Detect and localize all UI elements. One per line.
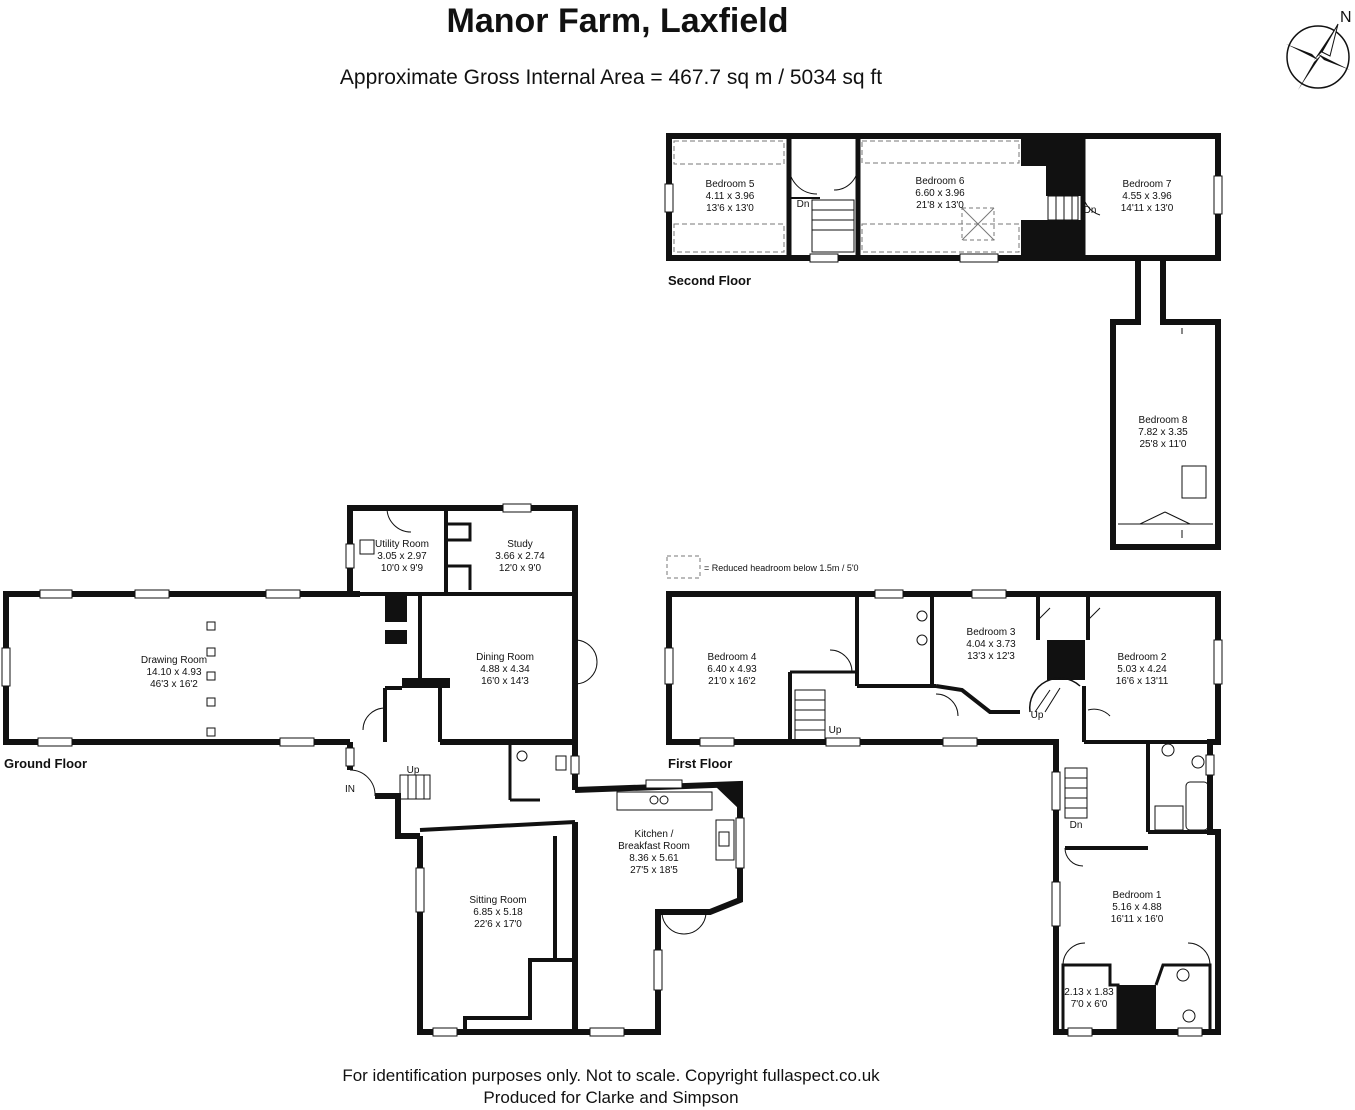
ground-floor-plan: Utility Room 3.05 x 2.97 10'0 x 9'9 Stud… [1,503,745,1037]
room-metric-bedroom3: 4.04 x 3.73 [966,639,1016,650]
room-imperial-bedroom4: 21'0 x 16'2 [708,676,756,687]
room-name-bedroom4: Bedroom 4 [708,652,757,663]
floor-label-second: Second Floor [668,273,751,288]
room-imperial-drawing: 46'3 x 16'2 [150,679,198,690]
room-name-bedroom7: Bedroom 7 [1123,179,1172,190]
room-imperial-dressing: 7'0 x 6'0 [1071,999,1108,1010]
room-metric-drawing: 14.10 x 4.93 [146,667,201,678]
room-imperial-utility: 10'0 x 9'9 [381,563,424,574]
room-metric-study: 3.66 x 2.74 [495,551,545,562]
room-imperial-bedroom6: 21'8 x 13'0 [916,200,964,211]
room-name-drawing: Drawing Room [141,655,207,666]
room-metric-dressing: 2.13 x 1.83 [1064,987,1114,998]
room-metric-bedroom7: 4.55 x 3.96 [1122,191,1172,202]
floor-label-first: First Floor [668,756,732,771]
room-name-bedroom1: Bedroom 1 [1113,890,1162,901]
gross-area-subtitle: Approximate Gross Internal Area = 467.7 … [339,66,883,89]
room-metric-bedroom5: 4.11 x 3.96 [706,191,755,202]
compass-icon: N [1286,9,1352,90]
stair-up-label: Up [1031,710,1044,721]
room-name-bedroom3: Bedroom 3 [967,627,1016,638]
room-imperial-bedroom1: 16'11 x 16'0 [1111,914,1164,925]
room-metric-dining: 4.88 x 4.34 [480,664,530,675]
entrance-label: IN [345,784,355,795]
stair-dn-label: Dn [797,199,810,210]
compass-north-label: N [1340,9,1352,26]
room-imperial-bedroom8: 25'8 x 11'0 [1139,439,1186,450]
room-name-dining: Dining Room [476,652,534,663]
footer-disclaimer: For identification purposes only. Not to… [342,1066,880,1085]
room-metric-bedroom2: 5.03 x 4.24 [1117,664,1167,675]
room-name-bedroom6: Bedroom 6 [916,176,965,187]
room-name-study: Study [507,539,533,550]
room-name-utility: Utility Room [375,539,429,550]
footer-produced-for: Produced for Clarke and Simpson [483,1088,739,1107]
room-imperial-sitting: 22'6 x 17'0 [474,919,522,930]
first-floor-plan: Bedroom 4 6.40 x 4.93 21'0 x 16'2 Bedroo… [664,589,1223,1037]
stair-dn-label: Dn [1084,205,1097,216]
plan-title: Manor Farm, Laxfield [446,2,789,40]
room-metric-bedroom8: 7.82 x 3.35 [1138,427,1188,438]
room-imperial-bedroom3: 13'3 x 12'3 [967,651,1015,662]
stair-up-label: Up [407,765,420,776]
legend: = Reduced headroom below 1.5m / 5'0 [666,555,859,579]
room-imperial-bedroom2: 16'6 x 13'11 [1116,676,1169,687]
room-imperial-bedroom5: 13'6 x 13'0 [706,203,754,214]
second-floor-plan: Bedroom 5 4.11 x 3.96 13'6 x 13'0 Bedroo… [664,133,1223,550]
room-name-kitchen: Kitchen / [635,829,674,840]
reduced-headroom-swatch [666,555,701,579]
room-name-bedroom5: Bedroom 5 [706,179,755,190]
floor-label-ground: Ground Floor [4,756,87,771]
room-metric-bedroom1: 5.16 x 4.88 [1112,902,1162,913]
room-metric-bedroom6: 6.60 x 3.96 [915,188,965,199]
room-metric-kitchen: 8.36 x 5.61 [629,853,679,864]
stair-up-label: Up [829,725,842,736]
room-imperial-bedroom7: 14'11 x 13'0 [1121,203,1174,214]
room-name-kitchen-2: Breakfast Room [618,841,690,852]
room-imperial-kitchen: 27'5 x 18'5 [630,865,678,876]
room-imperial-dining: 16'0 x 14'3 [481,676,529,687]
room-name-bedroom2: Bedroom 2 [1118,652,1167,663]
room-imperial-study: 12'0 x 9'0 [499,563,542,574]
room-name-sitting: Sitting Room [469,895,526,906]
room-name-bedroom8: Bedroom 8 [1139,415,1188,426]
room-metric-utility: 3.05 x 2.97 [377,551,427,562]
room-metric-sitting: 6.85 x 5.18 [473,907,523,918]
room-metric-bedroom4: 6.40 x 4.93 [707,664,757,675]
stair-dn-label: Dn [1070,820,1083,831]
legend-reduced-headroom: = Reduced headroom below 1.5m / 5'0 [704,563,859,573]
